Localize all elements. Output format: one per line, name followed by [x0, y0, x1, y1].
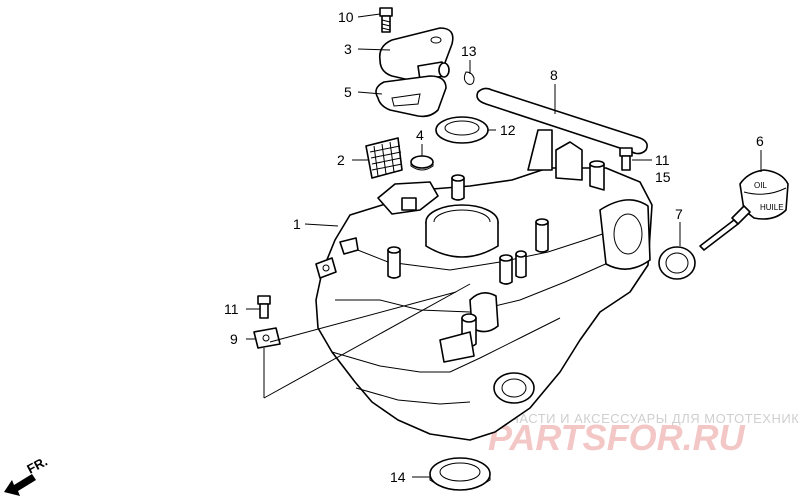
callout-13: 13 — [461, 43, 477, 59]
callout-9: 9 — [230, 331, 238, 347]
part-12-seal — [435, 116, 489, 144]
part-13-clip — [463, 71, 475, 85]
callout-5: 5 — [344, 84, 352, 100]
callout-15: 15 — [655, 169, 671, 185]
callout-1: 1 — [293, 216, 301, 232]
part-4-plug — [410, 155, 434, 171]
callout-labels: 10 3 5 13 8 12 4 2 11 15 6 7 1 11 9 14 — [224, 9, 764, 485]
callout-8: 8 — [550, 67, 558, 83]
part-2-filter — [365, 137, 403, 179]
watermark: ЗАПЧАСТИ И АКСЕССУАРЫ ДЛЯ МОТОТЕХНИКИ PA… — [483, 411, 800, 458]
callout-12: 12 — [500, 122, 516, 138]
oil-cap-text-oil: OIL — [754, 181, 767, 190]
part-5-gasket — [375, 75, 447, 118]
part-1-crankcase — [315, 129, 653, 441]
leader-lines — [246, 13, 762, 478]
part-11-bolt-lower — [257, 295, 271, 319]
part-7-oring — [658, 246, 696, 280]
front-arrow-icon — [4, 474, 36, 496]
watermark-brand: PARTSFOR.RU — [488, 417, 746, 458]
part-11-bolt-upper — [619, 147, 633, 171]
part-10-bolt — [379, 7, 393, 33]
callout-3: 3 — [344, 41, 352, 57]
callout-6: 6 — [756, 133, 764, 149]
callout-7: 7 — [675, 206, 683, 222]
callout-11-lower: 11 — [224, 301, 239, 317]
part-8-tube — [476, 87, 648, 155]
callout-14: 14 — [390, 469, 406, 485]
callout-4: 4 — [416, 127, 424, 143]
watermark-caption: ЗАПЧАСТИ И АКСЕССУАРЫ ДЛЯ МОТОТЕХНИКИ — [483, 411, 800, 426]
part-3-breather-cover — [378, 27, 454, 84]
callout-11-upper: 11 — [655, 152, 670, 168]
oil-cap-text-huile: HUILE — [760, 203, 784, 212]
part-14-seal — [429, 457, 491, 491]
part-9-clamp — [253, 327, 281, 349]
callout-10: 10 — [338, 9, 354, 25]
part-6-dipstick: OIL HUILE — [699, 169, 789, 251]
front-direction-indicator: FR. — [4, 454, 50, 496]
callout-2: 2 — [337, 152, 345, 168]
front-label: FR. — [24, 454, 50, 477]
